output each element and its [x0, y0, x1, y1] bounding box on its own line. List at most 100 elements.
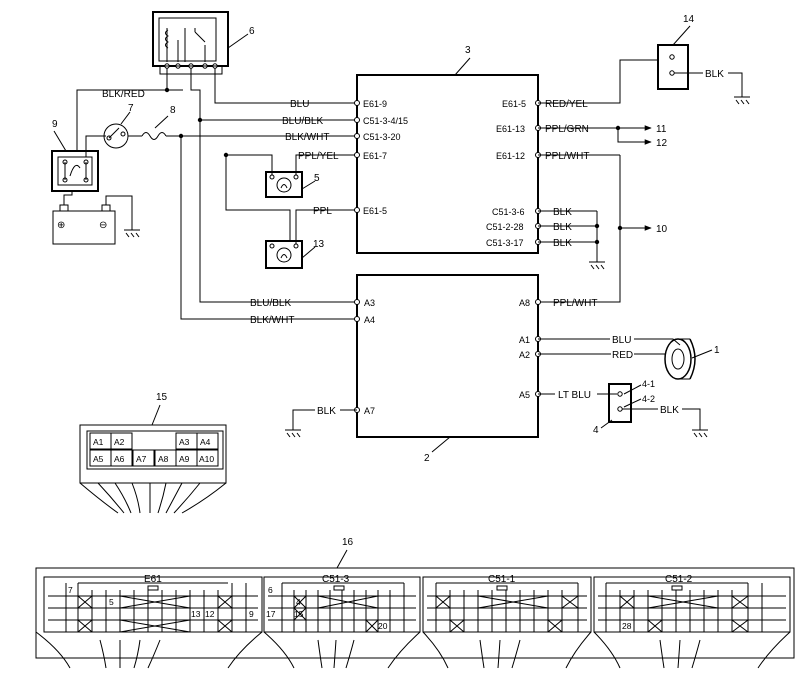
- ground-a7: [285, 429, 301, 438]
- pin-c51-3-20: C51-3-20: [363, 132, 401, 142]
- c15-a6: A6: [114, 454, 125, 464]
- label-12: 12: [656, 138, 668, 149]
- wire-blk-a7: BLK: [317, 406, 336, 417]
- wire-ppl: PPL: [313, 206, 332, 217]
- pin-e61-12: E61-12: [496, 151, 525, 161]
- pin-e61-13: E61-13: [496, 124, 525, 134]
- battery-minus: ⊖: [99, 220, 107, 231]
- wire-blu-blk-c51-3-4-15: BLU/BLK: [282, 116, 323, 127]
- wire-lt-blu: LT BLU: [558, 390, 591, 401]
- label-13: 13: [313, 239, 325, 250]
- c15-a10: A10: [199, 454, 214, 464]
- wire-blk-wht-c51-3-20: BLK/WHT: [285, 132, 329, 143]
- ignition-switch-7: [103, 123, 129, 149]
- c16-pin-20: 20: [378, 621, 388, 631]
- label-1: 1: [714, 345, 720, 356]
- pin-a7: A7: [364, 406, 375, 416]
- pin-a4: A4: [364, 315, 375, 325]
- wire-ppl-yel: PPL/YEL: [298, 151, 339, 162]
- label-10: 10: [656, 224, 668, 235]
- label-11: 11: [656, 124, 667, 135]
- label-6: 6: [249, 26, 255, 37]
- wire-blk-wht-a4: BLK/WHT: [250, 315, 294, 326]
- sensor-ring-1: [664, 338, 696, 380]
- pin-a2: A2: [519, 350, 530, 360]
- module-3: [356, 74, 539, 254]
- label-3: 3: [465, 45, 471, 56]
- connector-16: [35, 567, 795, 669]
- pin-c51-3-17: C51-3-17: [486, 238, 524, 248]
- wire-blu-blk-a3: BLU/BLK: [250, 298, 291, 309]
- label-8: 8: [170, 105, 176, 116]
- c15-a9: A9: [179, 454, 190, 464]
- wire-blk-c51-2-28: BLK: [553, 222, 572, 233]
- pin-e61-7: E61-7: [363, 151, 387, 161]
- wire-blk-14: BLK: [705, 69, 724, 80]
- wire-red-yel: RED/YEL: [545, 99, 588, 110]
- label-9: 9: [52, 119, 58, 130]
- c15-a1: A1: [93, 437, 104, 447]
- module-2-pins: [354, 299, 541, 413]
- c16-header-c51-3: C51-3: [322, 574, 350, 585]
- ground-4: [692, 429, 708, 438]
- pin-c51-3-6: C51-3-6: [492, 207, 525, 217]
- wire-blk-4: BLK: [660, 405, 679, 416]
- label-14: 14: [683, 14, 695, 25]
- c15-a3: A3: [179, 437, 190, 447]
- lamp-13: [265, 240, 303, 269]
- ground-c51: [589, 261, 605, 270]
- pin-a3: A3: [364, 298, 375, 308]
- c16-header-e61: E61: [144, 574, 162, 585]
- c16-pin-13: 13: [191, 609, 201, 619]
- c16-pin-4: 4: [296, 597, 301, 607]
- ground-battery: [124, 229, 140, 238]
- wire-blu-e61-9: BLU: [290, 99, 309, 110]
- c16-pin-12: 12: [205, 609, 215, 619]
- c16-pin-17: 17: [266, 609, 276, 619]
- label-16: 16: [342, 537, 354, 548]
- fuse-box-9: [51, 150, 99, 192]
- label-15: 15: [156, 392, 168, 403]
- c16-pin-5: 5: [109, 597, 114, 607]
- pin-e61-9: E61-9: [363, 99, 387, 109]
- c16-pin-15: 15: [294, 609, 304, 619]
- label-4-1: 4-1: [642, 379, 655, 389]
- wire-ppl-wht-a8: PPL/WHT: [553, 298, 597, 309]
- module-3-left-pins: [354, 100, 360, 213]
- c16-pin-9: 9: [249, 609, 254, 619]
- wire-blk-c51-3-6: BLK: [553, 207, 572, 218]
- lamp-5: [265, 171, 303, 198]
- c15-a5: A5: [93, 454, 104, 464]
- fuse-8: [141, 132, 167, 140]
- c16-pin-28: 28: [622, 621, 632, 631]
- wire-blu-a1: BLU: [612, 335, 631, 346]
- c16-header-c51-1: C51-1: [488, 574, 516, 585]
- c16-pin-7: 7: [68, 585, 73, 595]
- pin-a8: A8: [519, 298, 530, 308]
- c16-header-c51-2: C51-2: [665, 574, 693, 585]
- label-7: 7: [128, 103, 134, 114]
- c15-a2: A2: [114, 437, 125, 447]
- pin-c51-2-28: C51-2-28: [486, 222, 524, 232]
- switch-14: [657, 44, 689, 90]
- label-5: 5: [314, 173, 320, 184]
- c16-pin-6: 6: [268, 585, 273, 595]
- wire-red-a2: RED: [612, 350, 633, 361]
- pin-e61-5-right: E61-5: [502, 99, 526, 109]
- c15-a8: A8: [158, 454, 169, 464]
- ground-14: [734, 96, 750, 105]
- relay-6: [152, 11, 229, 75]
- label-4-2: 4-2: [642, 394, 655, 404]
- module-2: [356, 274, 539, 438]
- wire-blk-c51-3-17: BLK: [553, 238, 572, 249]
- pin-a5: A5: [519, 390, 530, 400]
- pin-c51-3-4-15: C51-3-4/15: [363, 116, 408, 126]
- battery-plus: ⊕: [57, 220, 65, 231]
- c15-a7: A7: [136, 454, 147, 464]
- label-2: 2: [424, 453, 430, 464]
- switch-4: [608, 383, 632, 423]
- wire-ppl-grn: PPL/GRN: [545, 124, 589, 135]
- wire-ppl-wht-e61-12: PPL/WHT: [545, 151, 589, 162]
- connector-15: [79, 424, 227, 514]
